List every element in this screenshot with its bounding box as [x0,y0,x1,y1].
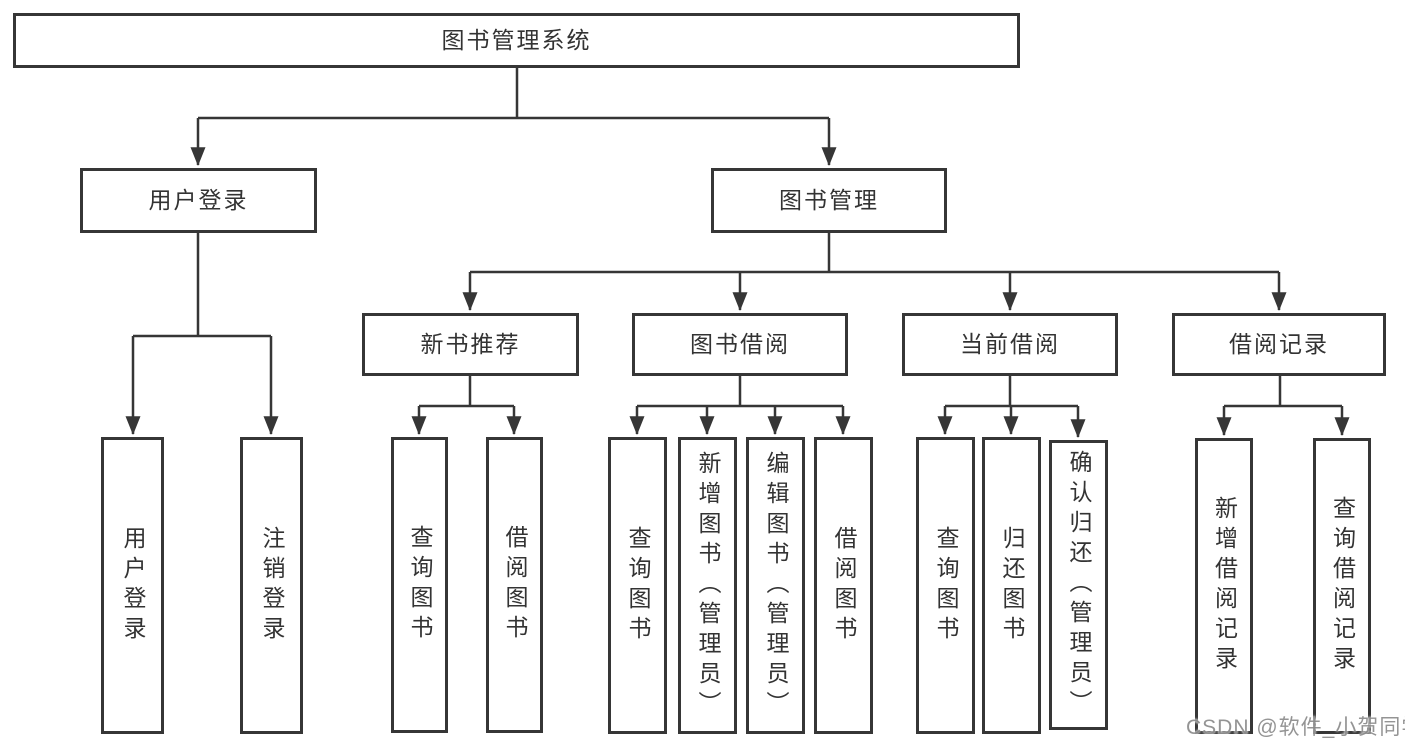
leaf-current-confirm-return-admin: 确认归还（管理员） [1049,440,1108,730]
node-library-system: 图书管理系统 [13,13,1020,68]
leaf-newbook-borrow-books: 借阅图书 [486,437,543,733]
node-book-borrow: 图书借阅 [632,313,848,376]
node-book-management: 图书管理 [711,168,947,233]
leaf-records-query-record: 查询借阅记录 [1313,438,1371,734]
leaf-borrow-borrow-books: 借阅图书 [814,437,873,734]
leaf-borrow-edit-books-admin: 编辑图书（管理员） [746,437,805,734]
node-borrow-records: 借阅记录 [1172,313,1386,376]
leaf-logout: 注销登录 [240,437,303,734]
node-user-login: 用户登录 [80,168,317,233]
watermark: CSDN @软件_小贺同学 [1186,716,1405,739]
node-current-borrow: 当前借阅 [902,313,1118,376]
leaf-current-return-books: 归还图书 [982,437,1041,734]
node-new-book-recommend: 新书推荐 [362,313,579,376]
leaf-newbook-query-books: 查询图书 [391,437,448,733]
leaf-borrow-query-books: 查询图书 [608,437,667,734]
leaf-user-login: 用户登录 [101,437,164,734]
leaf-current-query-books: 查询图书 [916,437,975,734]
leaf-records-add-record: 新增借阅记录 [1195,438,1253,734]
leaf-borrow-add-books-admin: 新增图书（管理员） [678,437,737,734]
